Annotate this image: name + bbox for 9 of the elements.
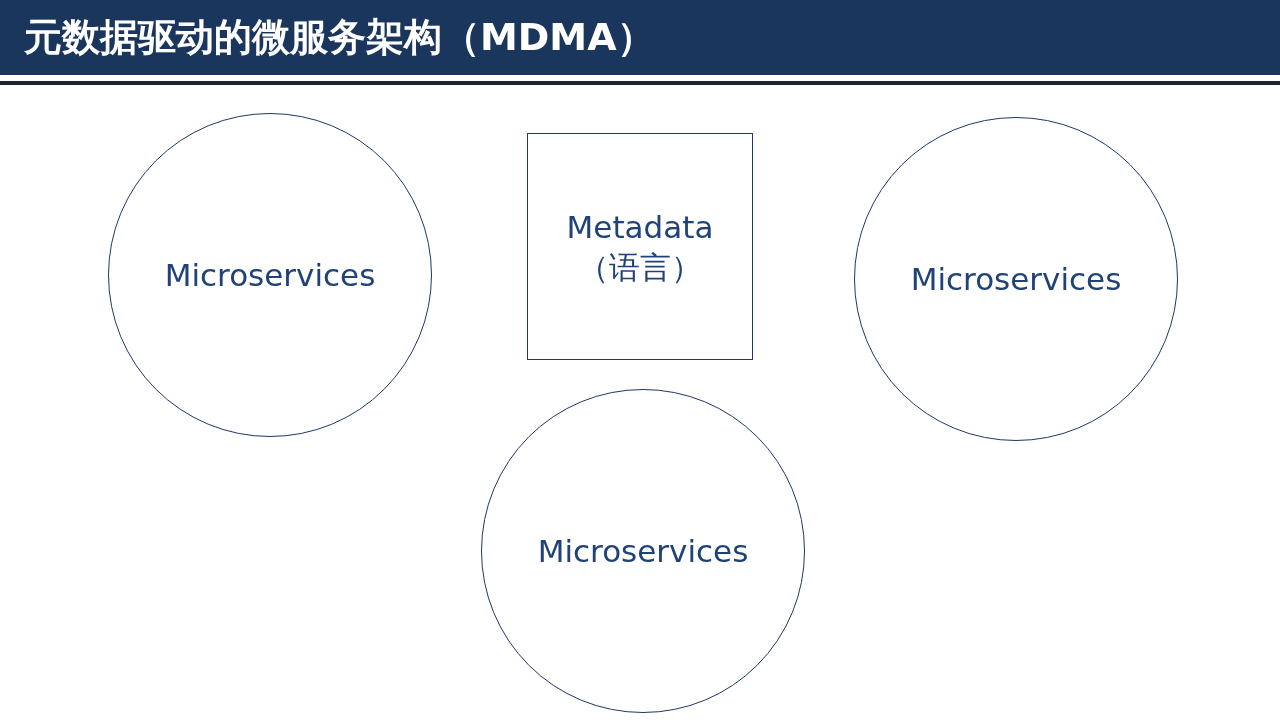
node-label: Microservices [910, 260, 1122, 299]
circle-node [481, 389, 805, 713]
circle-node [854, 117, 1178, 441]
title: 元数据驱动的微服务架构（MDMA） [24, 14, 655, 60]
square-box [527, 133, 753, 360]
node-label: Microservices [537, 532, 749, 571]
node-label: Microservices [164, 256, 376, 295]
node-label: Metadata （语言） [565, 207, 715, 287]
circle-node [108, 113, 432, 437]
